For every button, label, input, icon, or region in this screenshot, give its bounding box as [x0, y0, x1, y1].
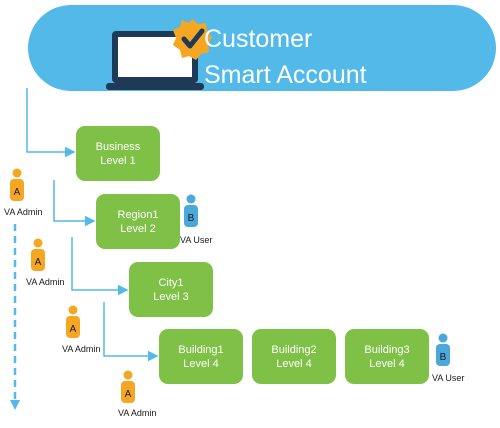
banner-title-line-2: Smart Account [204, 61, 367, 89]
node-level: Level 2 [120, 222, 156, 235]
person-icon-admin: A [31, 238, 45, 271]
person-icon-admin: A [10, 168, 24, 201]
node-name: Business [95, 140, 141, 153]
node-city: City1 Level 3 [129, 262, 213, 317]
label-va-user: VA User [180, 235, 213, 245]
person-icon-user: B [184, 194, 198, 227]
node-name: Building3 [364, 343, 410, 356]
admin-letter: A [14, 187, 21, 198]
node-level: Level 4 [276, 357, 312, 370]
node-name: Region1 [117, 208, 159, 221]
node-level: Level 3 [153, 290, 189, 303]
laptop-with-checkmark-badge-icon [106, 19, 212, 90]
node-building1: Building1 Level 4 [159, 329, 243, 384]
person-icon-admin: A [66, 305, 80, 338]
node-building2: Building2 Level 4 [252, 329, 336, 384]
label-va-admin: VA Admin [26, 277, 65, 287]
node-name: City1 [158, 276, 184, 289]
label-va-user: VA User [432, 373, 465, 383]
admin-letter: A [70, 324, 77, 335]
admin-letter: A [125, 389, 132, 400]
node-level: Level 4 [183, 357, 219, 370]
label-va-admin: VA Admin [62, 344, 101, 354]
person-icon-user: B [436, 333, 450, 366]
user-letter: B [440, 352, 447, 363]
node-building3: Building3 Level 4 [345, 329, 429, 384]
node-business: Business Level 1 [76, 126, 160, 181]
node-region: Region1 Level 2 [96, 194, 180, 249]
person-icon-admin: A [121, 370, 135, 403]
node-name: Building2 [271, 343, 317, 356]
admin-letter: A [35, 257, 42, 268]
node-level: Level 1 [100, 154, 136, 167]
banner-title-line-1: Customer [204, 25, 313, 53]
label-va-admin: VA Admin [4, 207, 43, 217]
label-va-admin: VA Admin [118, 408, 157, 418]
node-name: Building1 [178, 343, 224, 356]
user-letter: B [188, 213, 195, 224]
customer-smart-account-banner: Customer Smart Account [28, 5, 496, 91]
node-level: Level 4 [369, 357, 405, 370]
